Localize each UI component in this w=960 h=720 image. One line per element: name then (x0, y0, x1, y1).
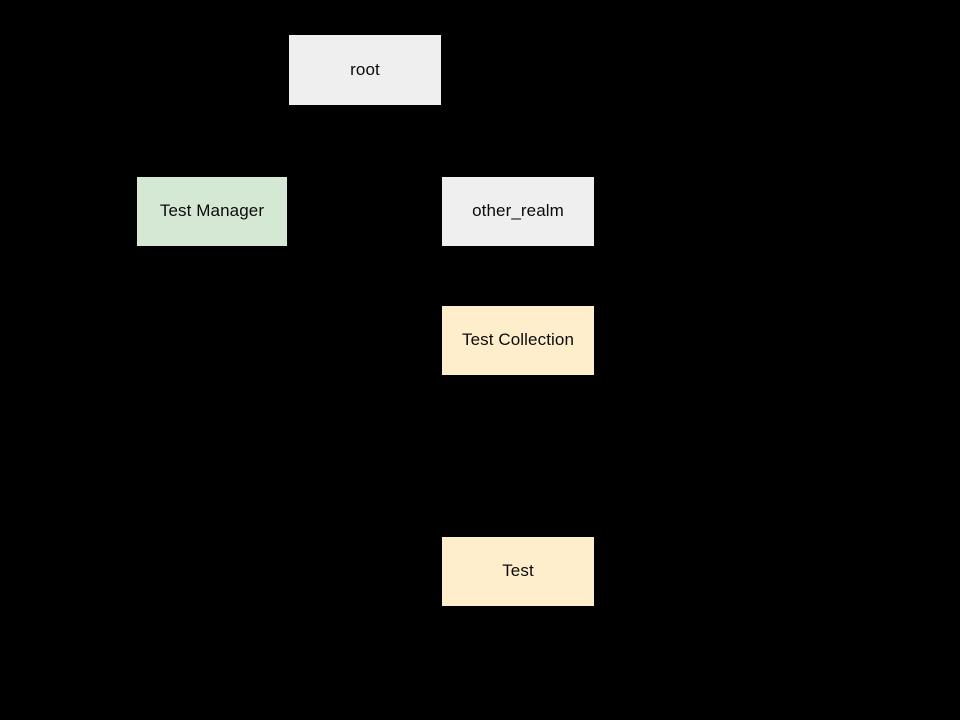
node-root[interactable]: root (289, 35, 441, 105)
node-root-label: root (350, 59, 380, 79)
node-other-realm-label: other_realm (472, 201, 564, 221)
edge-root-test-manager (206, 105, 366, 177)
edge-test-collection-test (512, 375, 524, 537)
node-test-manager[interactable]: Test Manager (137, 177, 287, 246)
edge-root-other-realm (364, 105, 524, 177)
node-test-label: Test (502, 561, 534, 581)
node-test-collection[interactable]: Test Collection (442, 306, 594, 375)
node-test-collection-label: Test Collection (461, 330, 575, 350)
node-test[interactable]: Test (442, 537, 594, 606)
edge-other-realm-test-collection (512, 246, 524, 306)
node-other-realm[interactable]: other_realm (442, 177, 594, 246)
node-test-manager-label: Test Manager (159, 201, 265, 221)
